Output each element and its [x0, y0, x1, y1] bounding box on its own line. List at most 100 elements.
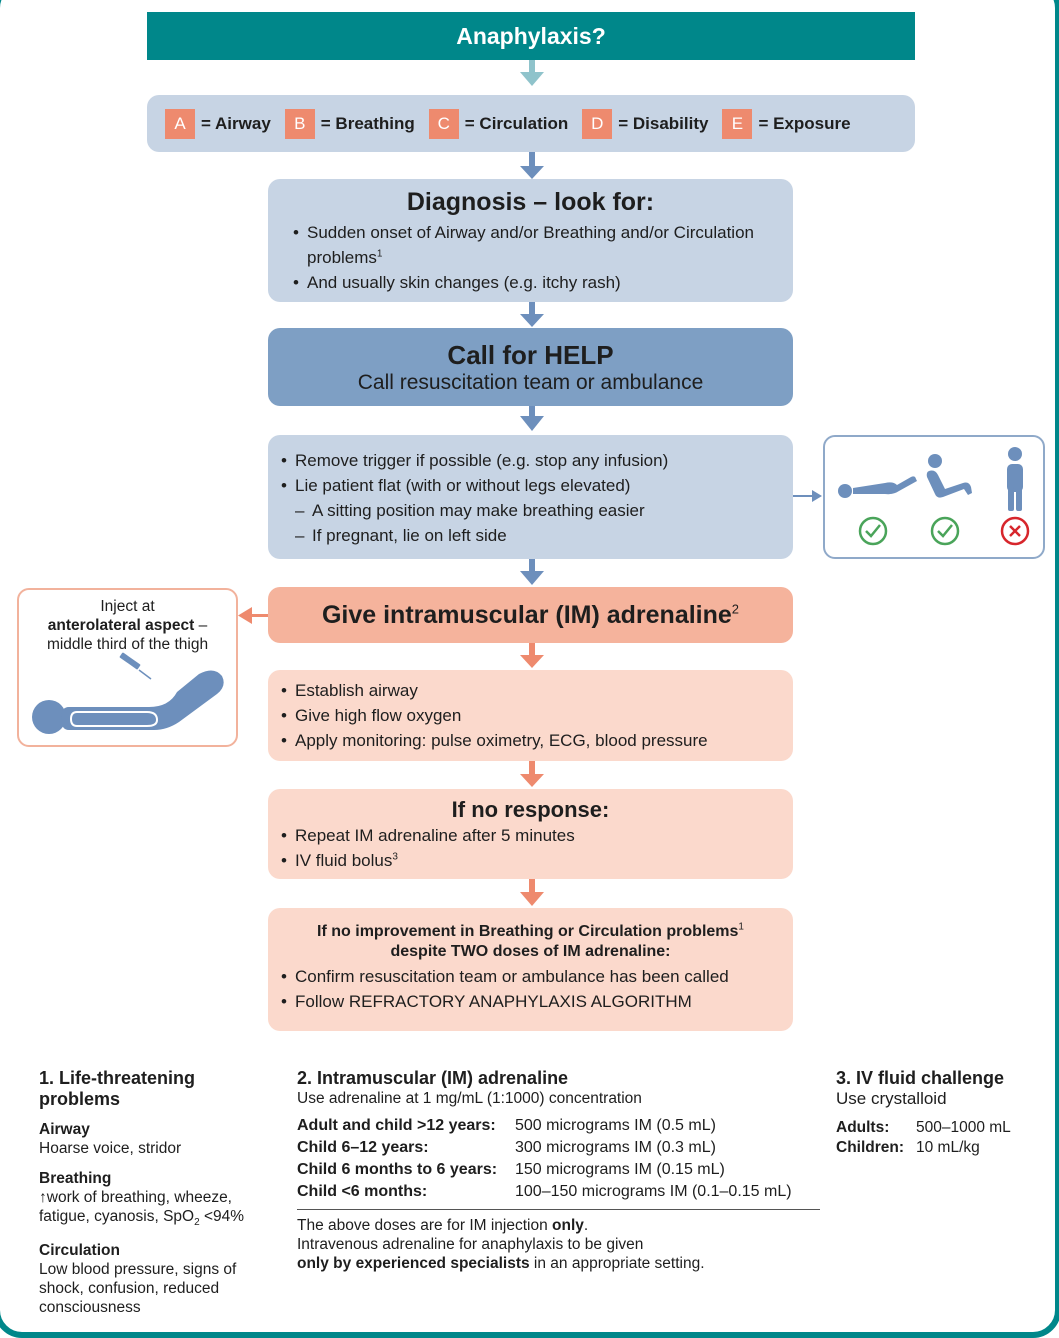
arrow-position-adrenaline — [520, 559, 544, 585]
note1-breathing-label: Breathing — [39, 1170, 112, 1187]
adrenaline-heading-text: Give intramuscular (IM) adrenaline — [321, 601, 732, 629]
abcde-circulation-label: = Circulation — [464, 113, 569, 133]
position-dash-1: A sitting position may make breathing ea… — [268, 498, 793, 523]
inject-line-2: anterolateral aspect – — [19, 616, 236, 635]
abcde-bar: A= Airway B= Breathing C= Circulation D=… — [147, 95, 915, 152]
note2-foot-1c: . — [583, 1217, 589, 1234]
adults-value: 500–1000 mL — [916, 1119, 1011, 1136]
footnote-ref-3: 3 — [392, 851, 398, 863]
dose-group: Child 6–12 years: — [297, 1139, 429, 1156]
title-text: Anaphylaxis? — [456, 22, 606, 49]
arrow-airway-noresponse — [520, 761, 544, 787]
diagnosis-bullet-1: Sudden onset of Airway and/or Breathing … — [280, 220, 781, 270]
arrow-title-abcde — [520, 60, 544, 86]
note2-foot-3a: only by experienced specialists — [297, 1255, 530, 1272]
arrow-diagnosis-help — [520, 302, 544, 327]
call-help-subtext: Call resuscitation team or ambulance — [357, 371, 704, 394]
abcde-breathing: B= Breathing — [284, 108, 415, 139]
abcde-exposure: E= Exposure — [722, 108, 851, 139]
no-response-bullet-2-text: IV fluid bolus — [295, 851, 393, 870]
cross-icon — [1000, 516, 1030, 546]
thigh-injection-icon — [32, 652, 224, 734]
airway-step-2: Give high flow oxygen — [268, 703, 793, 728]
note2-foot-1b: only — [552, 1217, 584, 1234]
no-response-box: If no response: Repeat IM adrenaline aft… — [268, 789, 793, 879]
diagnosis-bullet-2: And usually skin changes (e.g. itchy ras… — [280, 270, 781, 295]
children-value: 10 mL/kg — [916, 1139, 980, 1156]
sitting-icon — [926, 454, 972, 498]
children-label: Children: — [836, 1139, 905, 1156]
no-improvement-bullet-2: Follow REFRACTORY ANAPHYLAXIS ALGORITHM — [268, 989, 793, 1014]
letter-b-badge: B — [284, 108, 315, 139]
standing-icon — [1007, 447, 1023, 511]
footnote-ref-2: 2 — [731, 601, 740, 617]
note2-heading: 2. Intramuscular (IM) adrenaline — [297, 1068, 569, 1088]
note1-heading: 1. Life-threatening problems — [39, 1068, 196, 1109]
abcde-disability-label: = Disability — [618, 113, 709, 133]
arrow-to-positions — [793, 490, 822, 502]
inject-line-1: Inject at — [100, 598, 155, 615]
adults-label: Adults: — [836, 1119, 890, 1136]
letter-c-badge: C — [428, 108, 459, 139]
no-improvement-heading: If no improvement in Breathing or Circul… — [268, 922, 793, 962]
dose-group: Child <6 months: — [297, 1183, 428, 1200]
airway-step-3: Apply monitoring: pulse oximetry, ECG, b… — [268, 728, 793, 753]
abcde-circulation: C= Circulation — [428, 108, 569, 139]
dose-value: 100–150 micrograms IM (0.1–0.15 mL) — [515, 1183, 792, 1200]
check-icon — [858, 516, 888, 546]
inject-dash: – — [194, 617, 208, 634]
no-improvement-heading-1-text: If no improvement in Breathing or Circul… — [317, 923, 739, 940]
note1-breathing-text-2a: fatigue, cyanosis, SpO — [39, 1208, 195, 1225]
abcde-breathing-label: = Breathing — [320, 113, 415, 133]
dose-value: 500 micrograms IM (0.5 mL) — [515, 1117, 716, 1134]
letter-d-badge: D — [582, 108, 613, 139]
abcde-airway-label: = Airway — [201, 113, 271, 133]
spo2-subscript: 2 — [194, 1217, 200, 1229]
note2-sub: Use adrenaline at 1 mg/mL (1:1000) conce… — [297, 1090, 642, 1107]
lying-flat-icon — [838, 476, 917, 498]
note3-sub: Use crystalloid — [836, 1089, 947, 1108]
note1-airway-text: Hoarse voice, stridor — [39, 1140, 182, 1157]
note1-circulation-label: Circulation — [39, 1242, 120, 1260]
dose-divider — [297, 1209, 820, 1210]
arrow-abcde-diagnosis — [520, 152, 544, 179]
adrenaline-box: Give intramuscular (IM) adrenaline2 — [268, 587, 793, 643]
airway-steps-box: Establish airway Give high flow oxygen A… — [268, 670, 793, 761]
position-bullet-1: Remove trigger if possible (e.g. stop an… — [268, 448, 793, 473]
positions-panel — [823, 435, 1045, 559]
note3-heading: 3. IV fluid challenge — [836, 1068, 1005, 1088]
arrow-help-position — [520, 406, 544, 431]
fluid-table: Adults: 500–1000 mL Children: 10 mL/kg — [836, 1118, 1046, 1157]
position-dash-2: If pregnant, lie on left side — [268, 523, 793, 548]
abcde-disability: D= Disability — [582, 108, 709, 139]
no-response-bullet-1: Repeat IM adrenaline after 5 minutes — [268, 823, 793, 848]
letter-e-badge: E — [722, 108, 753, 139]
arrow-to-inject — [238, 607, 270, 624]
note2-foot-1: The above doses are for IM injection onl… — [297, 1216, 822, 1235]
dose-table: Adult and child >12 years: 500 micrograms… — [297, 1116, 822, 1201]
note1-breathing-text-2: fatigue, cyanosis, SpO2 <94% — [39, 1207, 279, 1232]
note2-foot-2: Intravenous adrenaline for anaphylaxis t… — [297, 1236, 644, 1253]
dose-value: 150 micrograms IM (0.15 mL) — [515, 1161, 725, 1178]
dose-group: Child 6 months to 6 years: — [297, 1161, 498, 1178]
page-title: Anaphylaxis? — [147, 12, 915, 60]
no-improvement-bullet-1: Confirm resuscitation team or ambulance … — [268, 964, 793, 989]
diagnosis-heading: Diagnosis – look for: — [406, 188, 655, 216]
positions-illustration — [838, 447, 1030, 546]
no-improvement-box: If no improvement in Breathing or Circul… — [268, 908, 793, 1031]
note1-airway-label: Airway — [39, 1121, 90, 1138]
no-improvement-heading-1: If no improvement in Breathing or Circul… — [268, 922, 793, 942]
call-help-heading: Call for HELP — [447, 340, 614, 370]
adrenaline-heading: Give intramuscular (IM) adrenaline2 — [322, 600, 739, 630]
diagnosis-bullet-1-text: Sudden onset of Airway and/or Breathing … — [307, 223, 754, 267]
note2-foot-1a: The above doses are for IM injection — [297, 1217, 553, 1234]
dose-group: Adult and child >12 years: — [297, 1117, 496, 1134]
no-response-bullet-2: IV fluid bolus3 — [268, 848, 793, 873]
dose-value: 300 micrograms IM (0.3 mL) — [515, 1139, 716, 1156]
abcde-airway: A= Airway — [165, 108, 271, 139]
note2-foot-3: only by experienced specialists in an ap… — [297, 1254, 822, 1273]
no-improvement-heading-2: despite TWO doses of IM adrenaline: — [390, 943, 671, 960]
call-help-box: Call for HELP Call resuscitation team or… — [268, 328, 793, 406]
